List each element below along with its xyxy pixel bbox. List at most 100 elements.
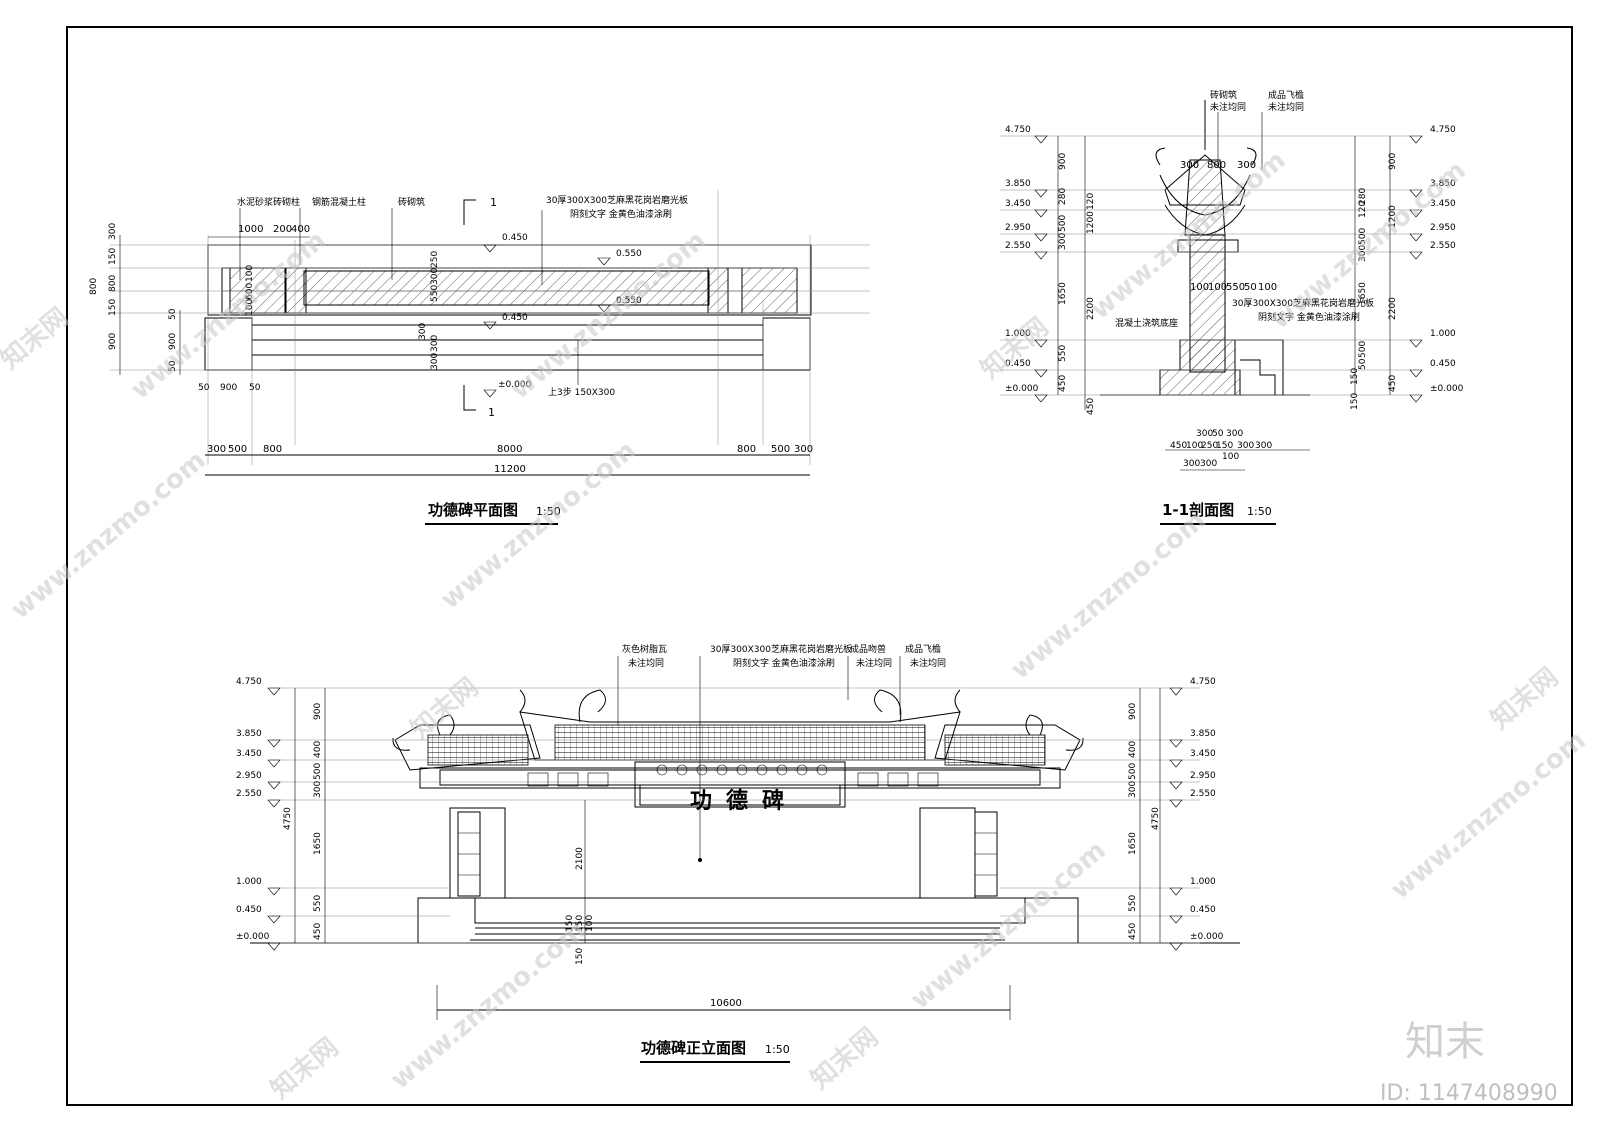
section-note-engraving: 阴刻文字 金黄色油漆涂刷 bbox=[1258, 311, 1360, 323]
svg-text:2.550: 2.550 bbox=[1430, 241, 1456, 251]
svg-text:900: 900 bbox=[1058, 153, 1068, 170]
svg-text:500: 500 bbox=[1358, 228, 1368, 245]
elevation-title: 功德碑正立面图 bbox=[641, 1039, 746, 1057]
note-brick-column: 水泥砂浆砖砌柱 bbox=[237, 196, 300, 208]
svg-text:150: 150 bbox=[1350, 393, 1360, 410]
plan-bottom-small-1: 50 bbox=[198, 383, 210, 393]
elev-note-eaves: 成品飞檐 bbox=[905, 643, 941, 655]
svg-text:3.850: 3.850 bbox=[1190, 729, 1216, 739]
svg-text:150: 150 bbox=[575, 915, 585, 932]
svg-text:4750: 4750 bbox=[1151, 807, 1161, 830]
svg-text:300: 300 bbox=[430, 353, 440, 370]
svg-text:±0.000: ±0.000 bbox=[1430, 384, 1464, 394]
svg-text:500: 500 bbox=[1128, 763, 1138, 780]
svg-text:0.450: 0.450 bbox=[1005, 359, 1031, 369]
plan-level-4: 0.450 bbox=[502, 313, 528, 323]
beam-panels bbox=[527, 772, 939, 787]
svg-text:1200: 1200 bbox=[1388, 205, 1398, 228]
elev-note-tile: 灰色树脂瓦 bbox=[622, 643, 667, 655]
plan-bottom-small-2: 900 bbox=[220, 383, 237, 393]
svg-text:100: 100 bbox=[1186, 441, 1203, 451]
svg-text:500: 500 bbox=[1358, 341, 1368, 358]
svg-text:1650: 1650 bbox=[1358, 282, 1368, 305]
svg-text:300: 300 bbox=[430, 335, 440, 352]
svg-text:800: 800 bbox=[737, 444, 756, 455]
svg-text:0.450: 0.450 bbox=[1190, 905, 1216, 915]
elev-note-same-1: 未注均同 bbox=[628, 657, 664, 669]
plan-level-1: 0.450 bbox=[502, 233, 528, 243]
svg-text:1.000: 1.000 bbox=[236, 877, 262, 887]
svg-text:100: 100 bbox=[245, 265, 255, 282]
plan-center-dims: 100 600 100 250 300 550 300 300 300 bbox=[245, 251, 440, 370]
note-engraving: 阴刻文字 金黄色油漆涂刷 bbox=[570, 208, 672, 220]
svg-text:www.znzmo.com: www.znzmo.com bbox=[435, 435, 641, 615]
svg-text:300: 300 bbox=[313, 781, 323, 798]
inscription: 功德碑 bbox=[690, 788, 798, 814]
svg-text:300: 300 bbox=[1358, 245, 1368, 262]
svg-text:800: 800 bbox=[108, 275, 118, 292]
note-brick-wall: 砖砌筑 bbox=[398, 196, 425, 208]
svg-text:知末网: 知末网 bbox=[805, 1022, 884, 1095]
svg-text:4.750: 4.750 bbox=[1005, 125, 1031, 135]
svg-text:300: 300 bbox=[1237, 160, 1256, 171]
svg-text:±0.000: ±0.000 bbox=[1190, 932, 1224, 942]
section-level-lines bbox=[1000, 135, 1410, 396]
section-scale: 1:50 bbox=[1247, 505, 1272, 518]
section-right-dims: 900 280 120 1200 500 300 1650 2200 500 5… bbox=[1350, 153, 1398, 410]
svg-text:900: 900 bbox=[1388, 153, 1398, 170]
svg-text:100: 100 bbox=[1222, 452, 1239, 462]
svg-text:4750: 4750 bbox=[283, 807, 293, 830]
section-mark-top: 1 bbox=[490, 196, 497, 209]
svg-text:3.850: 3.850 bbox=[1005, 179, 1031, 189]
elev-level-lines bbox=[270, 687, 1200, 944]
svg-text:500: 500 bbox=[313, 763, 323, 780]
svg-text:300: 300 bbox=[1180, 160, 1199, 171]
svg-text:4.750: 4.750 bbox=[1430, 125, 1456, 135]
svg-text:2.950: 2.950 bbox=[1005, 223, 1031, 233]
svg-text:280: 280 bbox=[1358, 188, 1368, 205]
elev-right-levels: 4.750 3.850 3.450 2.950 2.550 1.000 0.45… bbox=[1169, 677, 1224, 951]
section-note-granite: 30厚300X300芝麻黑花岗岩磨光板 bbox=[1232, 297, 1374, 309]
svg-text:±0.000: ±0.000 bbox=[1005, 384, 1039, 394]
svg-text:150: 150 bbox=[108, 248, 118, 265]
svg-text:50: 50 bbox=[1244, 282, 1257, 293]
svg-text:www.znzmo.com: www.znzmo.com bbox=[1385, 725, 1591, 905]
elevation-scale: 1:50 bbox=[765, 1043, 790, 1056]
svg-text:知末网: 知末网 bbox=[405, 672, 484, 745]
svg-text:3.450: 3.450 bbox=[1430, 199, 1456, 209]
note-steps: 上3步 150X300 bbox=[548, 387, 615, 398]
svg-text:450: 450 bbox=[1086, 398, 1096, 415]
svg-text:1200: 1200 bbox=[1086, 211, 1096, 234]
svg-text:4.750: 4.750 bbox=[1190, 677, 1216, 687]
plan-top-dim-2: 200 bbox=[273, 224, 292, 235]
svg-text:0.450: 0.450 bbox=[236, 905, 262, 915]
svg-text:300: 300 bbox=[108, 223, 118, 240]
elev-left-levels: 4.750 3.850 3.450 2.950 2.550 1.000 0.45… bbox=[236, 677, 281, 951]
svg-text:450: 450 bbox=[1388, 375, 1398, 392]
svg-text:500: 500 bbox=[771, 444, 790, 455]
svg-text:550: 550 bbox=[430, 285, 440, 302]
section-bottom-dims: 450 100 250 150 300 300 300 50 300 300 3… bbox=[1170, 429, 1272, 469]
watermark-logo: 知末 bbox=[1405, 1019, 1485, 1065]
svg-text:www.znzmo.com: www.znzmo.com bbox=[385, 915, 591, 1095]
section-note-base: 混凝土浇筑底座 bbox=[1115, 317, 1178, 329]
svg-text:知末网: 知末网 bbox=[0, 302, 74, 375]
svg-text:800: 800 bbox=[1207, 160, 1226, 171]
elev-mid-dims: 2100 150 150 100 150 bbox=[565, 847, 595, 965]
svg-text:600: 600 bbox=[245, 283, 255, 300]
elev-note-engraving: 阴刻文字 金黄色油漆涂刷 bbox=[733, 657, 835, 669]
svg-text:±0.000: ±0.000 bbox=[236, 932, 270, 942]
svg-text:50: 50 bbox=[1358, 358, 1368, 370]
svg-text:550: 550 bbox=[313, 895, 323, 912]
elev-right-dims: 900 400 500 300 1650 550 450 4750 bbox=[1128, 703, 1161, 940]
plan-bottom-small-3: 50 bbox=[249, 383, 261, 393]
svg-text:2.950: 2.950 bbox=[1430, 223, 1456, 233]
svg-text:3.850: 3.850 bbox=[236, 729, 262, 739]
svg-text:300: 300 bbox=[418, 323, 428, 340]
plan-level-5: ±0.000 bbox=[498, 380, 532, 390]
elev-total-width: 10600 bbox=[710, 998, 742, 1009]
svg-text:2200: 2200 bbox=[1086, 297, 1096, 320]
svg-text:www.znzmo.com: www.znzmo.com bbox=[905, 835, 1111, 1015]
section-mark-bottom: 1 bbox=[488, 406, 495, 419]
svg-text:2.550: 2.550 bbox=[1190, 789, 1216, 799]
